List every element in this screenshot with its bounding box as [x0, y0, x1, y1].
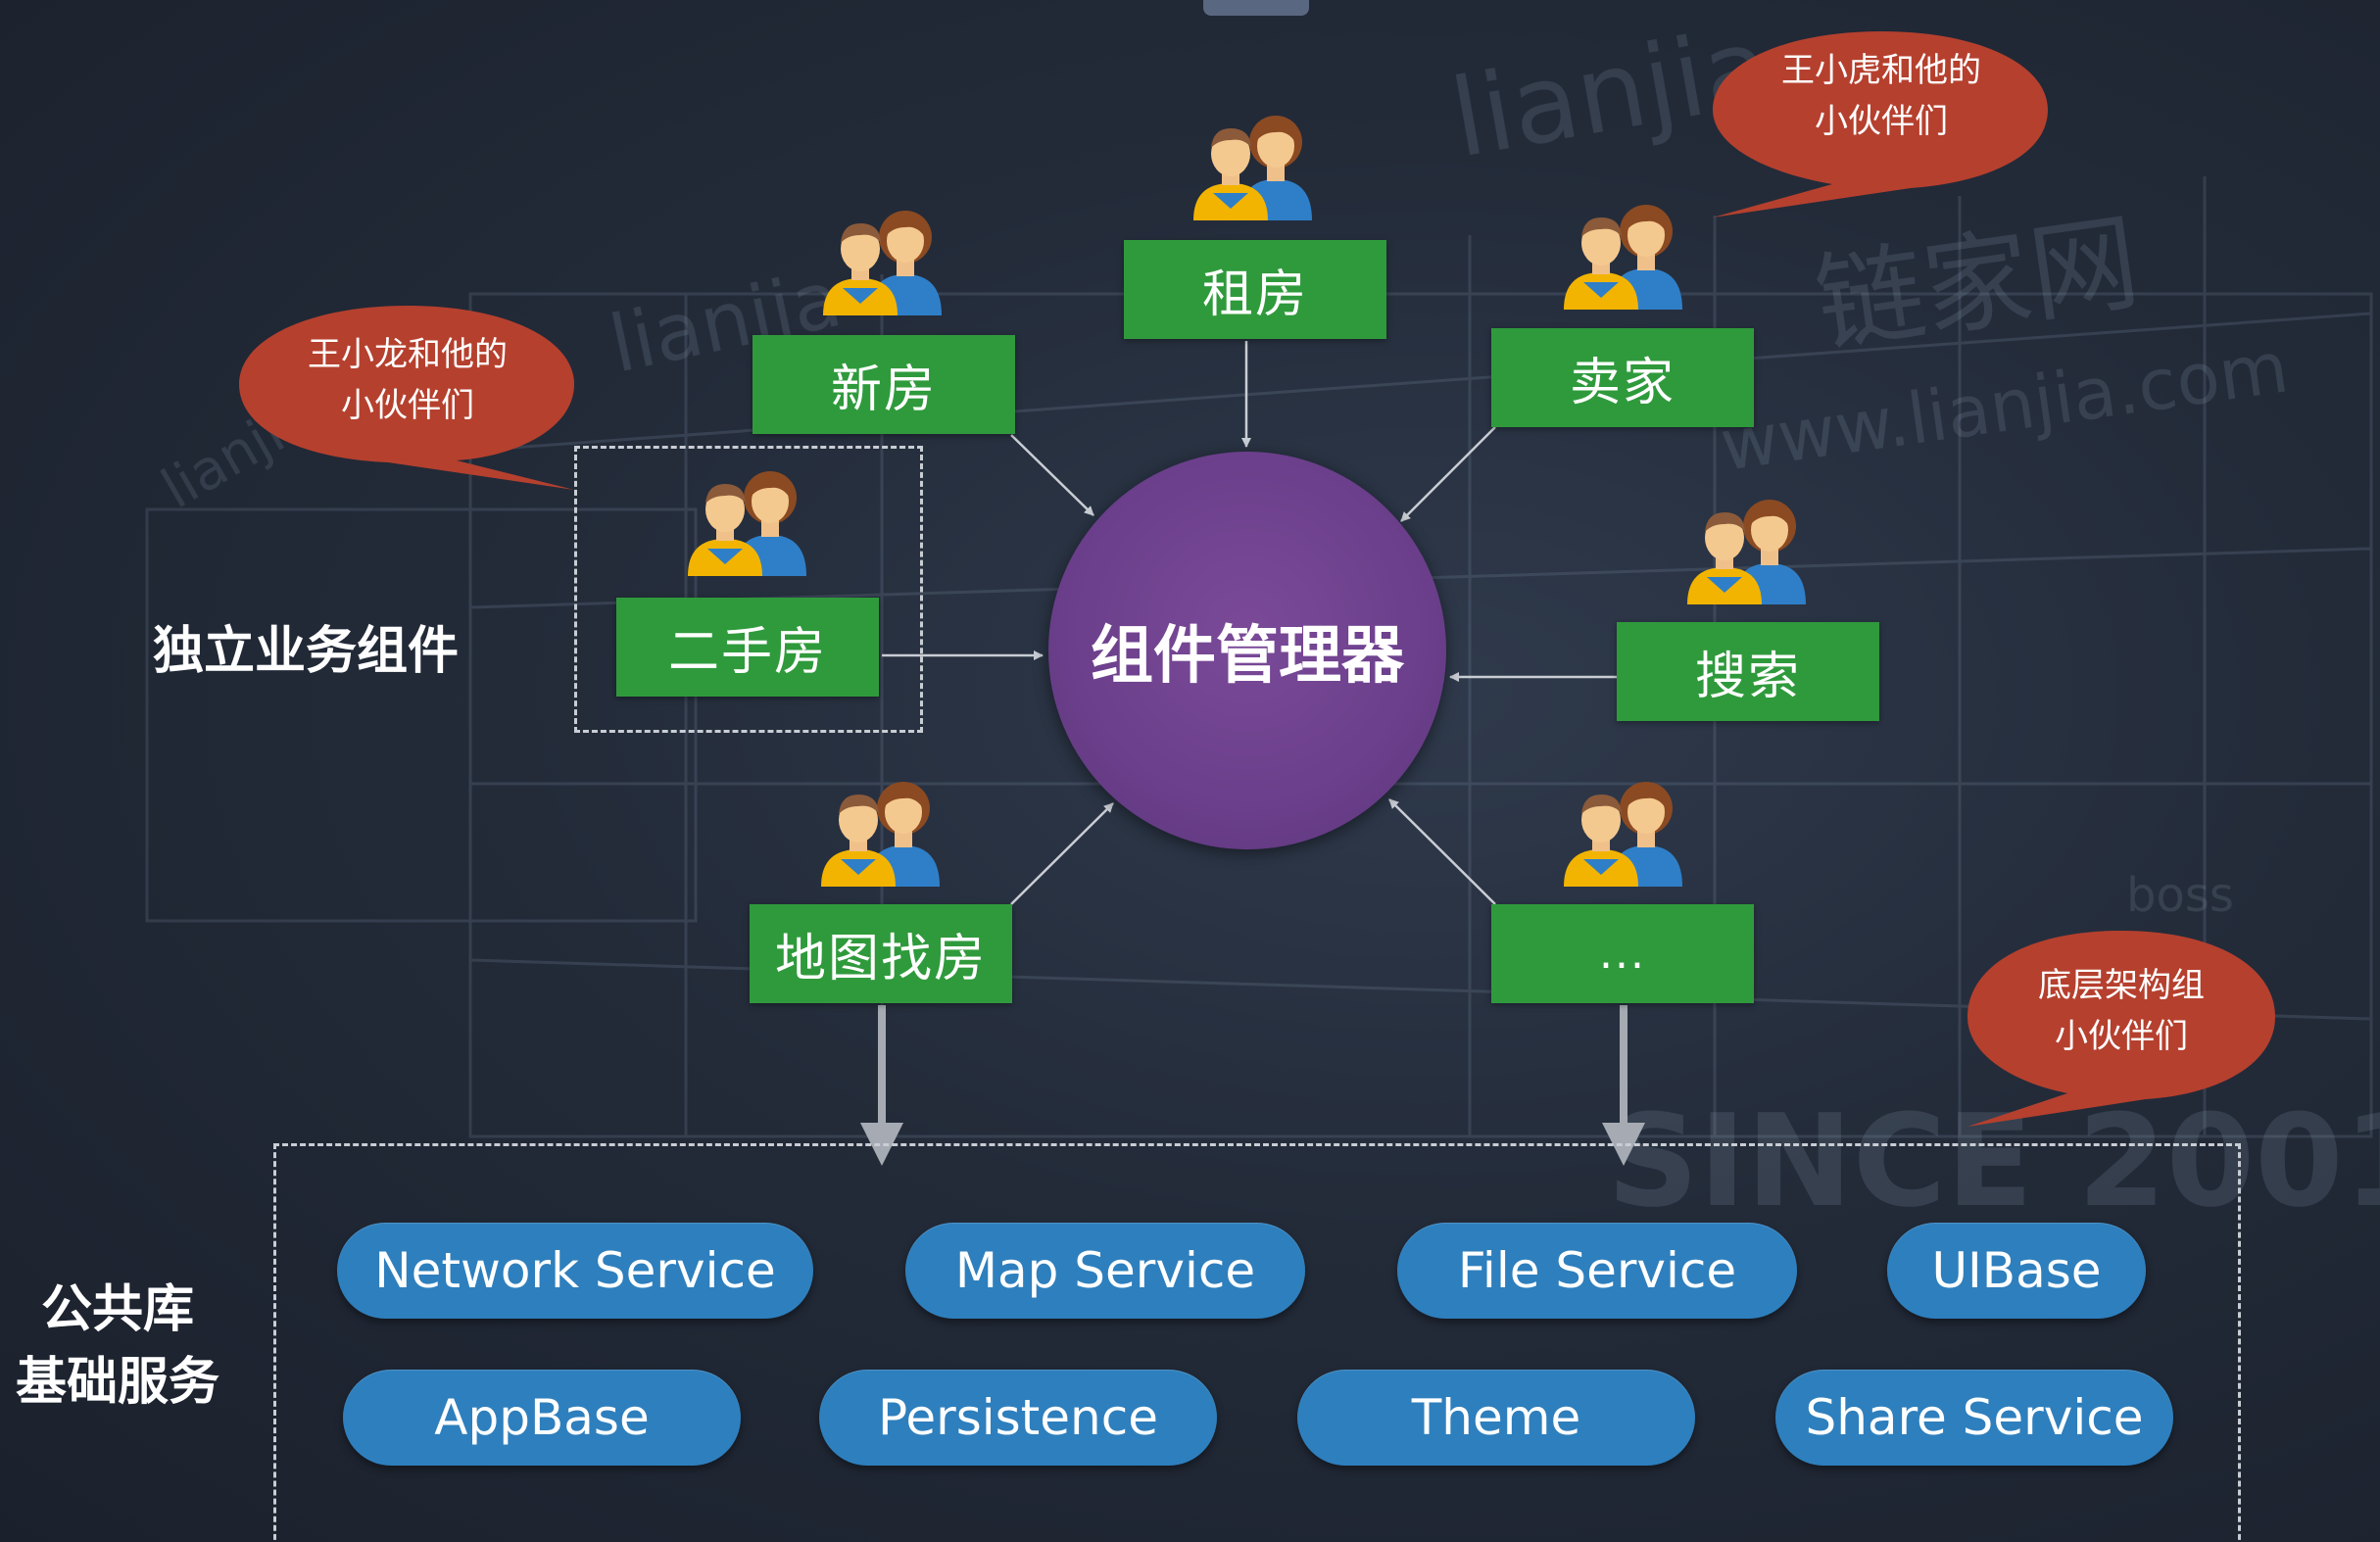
- people-icon: [1687, 500, 1806, 604]
- common-label-line: 基础服务: [15, 1353, 219, 1412]
- down-arrow-more: [1602, 1005, 1645, 1166]
- bubble-line: 小伙伴们: [1815, 102, 1948, 141]
- service-label: Persistence: [878, 1389, 1158, 1446]
- bubble-wang-xiaolong: 王小龙和他的 小伙伴们: [231, 300, 584, 496]
- people-icon: [688, 471, 806, 576]
- service-label: Theme: [1411, 1389, 1581, 1446]
- service-label: AppBase: [434, 1389, 650, 1446]
- bubble-line: 小伙伴们: [341, 386, 474, 425]
- box-zufang[interactable]: 租房: [1124, 240, 1386, 339]
- bubble-text: 底层架构组 小伙伴们: [1960, 960, 2283, 1062]
- box-more[interactable]: ...: [1491, 904, 1754, 1003]
- people-icon: [1193, 116, 1312, 220]
- sousuo-label: 搜索: [1694, 648, 1801, 706]
- common-library-label: 公共库 基础服务: [10, 1274, 225, 1419]
- box-ershoufang[interactable]: 二手房: [616, 598, 879, 697]
- box-xinfang[interactable]: 新房: [753, 335, 1015, 434]
- common-label-line: 公共库: [40, 1280, 194, 1339]
- component-manager-circle[interactable]: 组件管理器: [1048, 452, 1446, 849]
- xinfang-label: 新房: [830, 361, 937, 419]
- service-label: Map Service: [954, 1242, 1256, 1299]
- ditu-label: 地图找房: [774, 930, 987, 988]
- common-services-container: [273, 1143, 2241, 1542]
- service-network[interactable]: Network Service: [337, 1223, 813, 1319]
- bubble-text: 王小虎和他的 小伙伴们: [1705, 45, 2058, 147]
- service-file[interactable]: File Service: [1397, 1223, 1797, 1319]
- service-uibase[interactable]: UIBase: [1887, 1223, 2146, 1319]
- service-theme[interactable]: Theme: [1297, 1370, 1695, 1466]
- service-persistence[interactable]: Persistence: [819, 1370, 1217, 1466]
- people-icon: [1564, 205, 1682, 310]
- arrow-more: [1388, 798, 1496, 905]
- service-label: Share Service: [1805, 1389, 2144, 1446]
- service-label: Network Service: [374, 1242, 776, 1299]
- maijia-label: 卖家: [1569, 354, 1676, 412]
- bubble-line: 小伙伴们: [2055, 1017, 2188, 1056]
- service-share[interactable]: Share Service: [1775, 1370, 2173, 1466]
- bubble-line: 底层架构组: [2038, 966, 2205, 1005]
- service-label: UIBase: [1931, 1242, 2102, 1299]
- watermark-text: boss: [2126, 868, 2234, 923]
- service-map[interactable]: Map Service: [905, 1223, 1305, 1319]
- arrow-maijia: [1400, 426, 1496, 522]
- down-arrow-ditu: [860, 1005, 903, 1166]
- component-manager-label: 组件管理器: [1091, 620, 1404, 693]
- zufang-label: 租房: [1201, 265, 1308, 324]
- box-ditu[interactable]: 地图找房: [750, 904, 1012, 1003]
- watermark-text: SINCE 2001: [1607, 1086, 2380, 1235]
- people-icon: [1564, 782, 1682, 887]
- more-label: ...: [1599, 929, 1646, 979]
- ershoufang-group-border: [574, 446, 923, 733]
- people-icon: [821, 782, 940, 887]
- service-label: File Service: [1457, 1242, 1737, 1299]
- bubble-wang-xiaohu: 王小虎和他的 小伙伴们: [1705, 25, 2058, 221]
- business-components-label: 独立业务组件: [153, 622, 460, 681]
- bubble-line: 王小虎和他的: [1781, 51, 1981, 90]
- bubble-arch-team: 底层架构组 小伙伴们: [1960, 925, 2283, 1131]
- bubble-text: 王小龙和他的 小伙伴们: [231, 329, 584, 431]
- service-appbase[interactable]: AppBase: [343, 1370, 741, 1466]
- people-icon: [823, 211, 942, 315]
- box-sousuo[interactable]: 搜索: [1617, 622, 1879, 721]
- bubble-line: 王小龙和他的: [308, 335, 508, 374]
- ershoufang-label: 二手房: [667, 623, 827, 682]
- arrow-xinfang: [1010, 434, 1094, 516]
- top-handle: [1203, 0, 1309, 16]
- box-maijia[interactable]: 卖家: [1491, 328, 1754, 427]
- arrow-ditu: [1010, 802, 1114, 905]
